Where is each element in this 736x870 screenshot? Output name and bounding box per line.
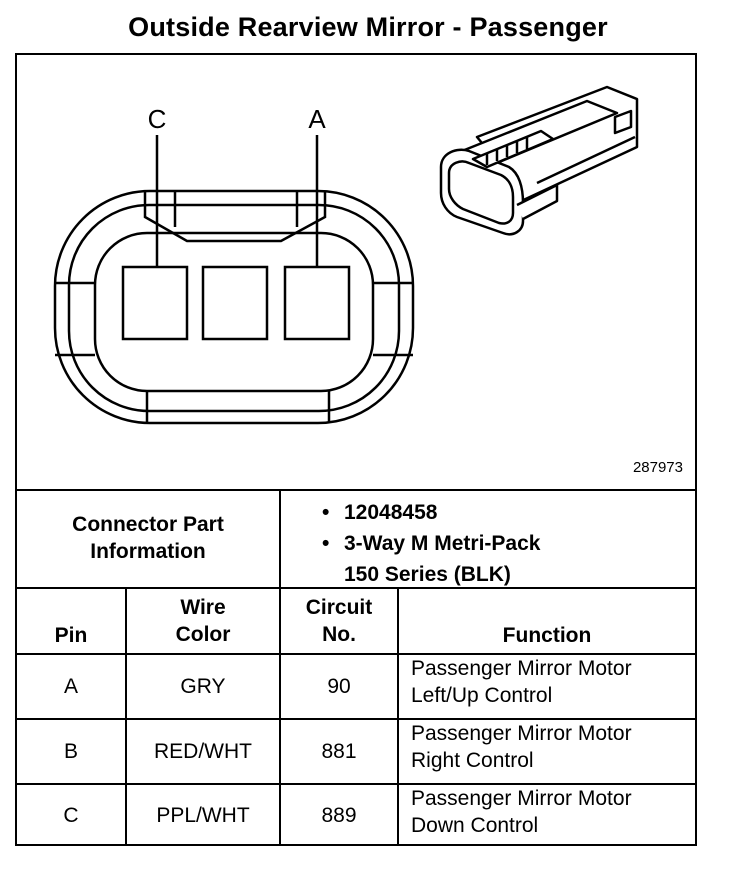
page-title: Outside Rearview Mirror - Passenger	[128, 12, 608, 42]
row-c-function-line2: Down Control	[411, 814, 539, 837]
table-rule	[279, 489, 281, 846]
connector-description-line1: 3-Way M Metri-Pack	[322, 528, 540, 559]
header-circuit: Circuit No.	[281, 589, 397, 653]
row-a-function-line2: Left/Up Control	[411, 684, 553, 707]
row-a-function: Passenger Mirror Motor Left/Up Control	[399, 655, 695, 718]
table-rule	[17, 718, 695, 720]
header-circuit-line2: No.	[322, 623, 356, 646]
figure-number: 287973	[632, 459, 683, 476]
row-b-function-line1: Passenger Mirror Motor	[411, 722, 632, 745]
header-wire-color-line2: Color	[175, 623, 231, 646]
header-pin: Pin	[54, 624, 88, 647]
row-b-circuit: 881	[321, 739, 357, 763]
connector-table: Connector Part Information 12048458 3-Wa…	[17, 489, 695, 846]
pin-label-c: C	[148, 104, 167, 134]
row-b-wire-color: RED/WHT	[154, 739, 252, 763]
connector-info-label-line1: Connector Part	[72, 513, 224, 536]
table-rule	[17, 587, 695, 589]
row-a-circuit: 90	[327, 674, 351, 698]
connector-diagram: C A	[17, 55, 695, 489]
row-a-pin: A	[63, 674, 78, 698]
table-rule	[125, 587, 127, 846]
connector-info-values: 12048458 3-Way M Metri-Pack 150 Series (…	[322, 497, 540, 590]
row-c-circuit: 889	[321, 803, 357, 827]
connector-3d-sketch	[439, 85, 639, 236]
table-rule	[397, 587, 399, 846]
row-a-wire-color: GRY	[180, 674, 226, 698]
row-c-wire-color: PPL/WHT	[156, 803, 250, 827]
table-rule	[17, 489, 695, 491]
cavity-c	[121, 265, 189, 341]
header-function: Function	[502, 624, 592, 647]
row-b-function: Passenger Mirror Motor Right Control	[399, 720, 695, 783]
connector-info-label: Connector Part Information	[17, 489, 279, 587]
row-c-pin: C	[63, 803, 79, 827]
table-rule	[17, 653, 695, 655]
header-circuit-line1: Circuit	[305, 596, 373, 619]
connector-description-line2: 150 Series (BLK)	[344, 563, 511, 586]
table-rule	[17, 783, 695, 785]
connector-face	[53, 135, 415, 425]
cavity-b	[201, 265, 269, 341]
connector-table-frame: C A	[15, 53, 697, 846]
header-wire-color-line1: Wire	[180, 596, 226, 619]
row-b-pin: B	[63, 739, 78, 763]
row-a-function-line1: Passenger Mirror Motor	[411, 657, 632, 680]
row-c-function: Passenger Mirror Motor Down Control	[399, 785, 695, 846]
pin-label-a: A	[308, 104, 326, 134]
row-b-function-line2: Right Control	[411, 749, 534, 772]
part-number: 12048458	[322, 497, 540, 528]
row-c-function-line1: Passenger Mirror Motor	[411, 787, 632, 810]
connector-info-label-line2: Information	[90, 540, 206, 563]
header-wire-color: Wire Color	[127, 589, 279, 653]
